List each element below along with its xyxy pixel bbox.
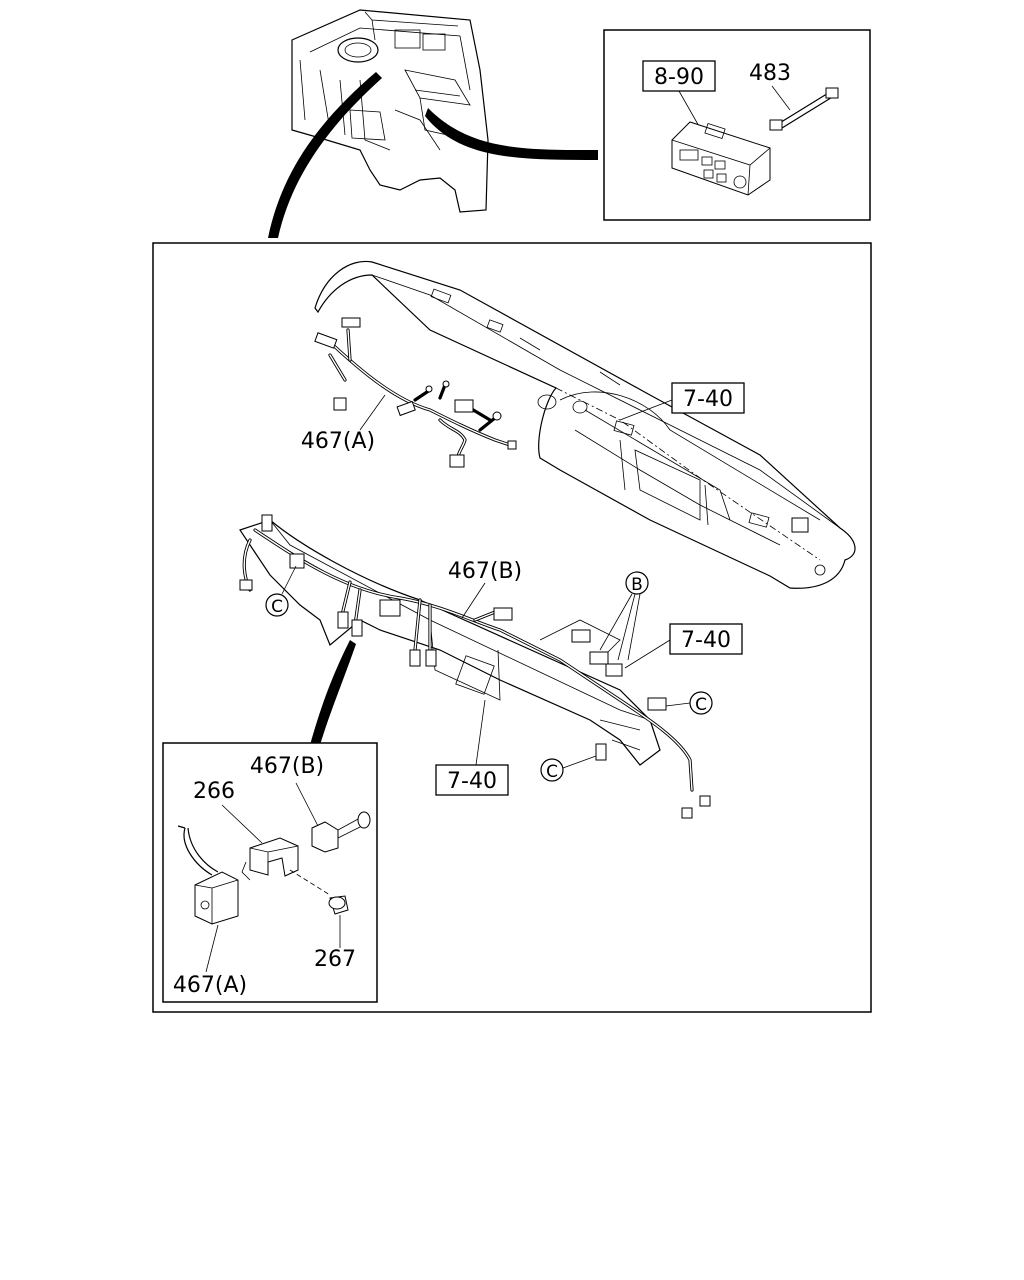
radio-inset-frame xyxy=(603,29,871,221)
leader-harness-a xyxy=(359,394,386,431)
detail-inset-frame xyxy=(162,742,378,1003)
detail-screw-label: 267 xyxy=(314,947,356,972)
leader-cable xyxy=(771,85,791,111)
harness-b-illustration xyxy=(239,514,711,819)
leader-callout-c-right xyxy=(665,702,691,707)
radio-cable-label: 483 xyxy=(749,61,791,86)
leader-detail-harness-b xyxy=(295,782,319,827)
detail-illustration xyxy=(177,811,371,925)
radio-ref-label: 8-90 xyxy=(642,60,716,92)
harness-b-label: 467(B) xyxy=(448,559,522,584)
callout-c-right: C xyxy=(689,691,713,715)
main-diagram-frame xyxy=(152,242,872,1013)
leader-detail-harness-a xyxy=(205,924,219,973)
radio-cable-illustration xyxy=(769,87,839,131)
dashboard-panel-illustration xyxy=(314,260,856,589)
detail-harness-b-label: 467(B) xyxy=(250,754,324,779)
leader-cab-to-dash xyxy=(268,72,382,238)
detail-harness-a-label: 467(A) xyxy=(173,973,247,998)
leader-cab-to-radio xyxy=(425,108,598,160)
harness-a-label: 467(A) xyxy=(301,429,375,454)
dash-ref-label-3: 7-40 xyxy=(435,764,509,796)
callout-b: B xyxy=(625,571,649,595)
leader-callout-c-bottom xyxy=(562,755,597,769)
leader-harness-b xyxy=(461,582,486,619)
callout-c-bottom: C xyxy=(540,758,564,782)
harness-a-illustration xyxy=(314,317,517,468)
leader-dash-ref-3 xyxy=(475,699,486,766)
svg-text:B: B xyxy=(631,575,643,595)
detail-bracket-label: 266 xyxy=(193,779,235,804)
leader-dash-ref-1 xyxy=(619,399,673,421)
leader-dash-ref-2 xyxy=(624,639,671,669)
dash-ref-label-1: 7-40 xyxy=(671,382,745,414)
leader-harness-to-detail xyxy=(310,640,356,745)
leader-callout-c-left xyxy=(281,565,297,595)
svg-text:8-90: 8-90 xyxy=(654,65,704,90)
leader-radio xyxy=(678,90,701,129)
svg-text:C: C xyxy=(695,695,707,715)
svg-text:7-40: 7-40 xyxy=(681,628,731,653)
svg-text:C: C xyxy=(546,762,558,782)
dash-ref-label-2: 7-40 xyxy=(669,623,743,655)
callout-c-left: C xyxy=(265,593,289,617)
cab-overview-illustration xyxy=(291,9,489,213)
radio-unit-illustration xyxy=(671,121,771,196)
leader-detail-bracket xyxy=(221,804,263,844)
svg-text:C: C xyxy=(271,597,283,617)
svg-text:7-40: 7-40 xyxy=(447,769,497,794)
svg-text:7-40: 7-40 xyxy=(683,387,733,412)
leader-callout-b xyxy=(599,593,641,661)
